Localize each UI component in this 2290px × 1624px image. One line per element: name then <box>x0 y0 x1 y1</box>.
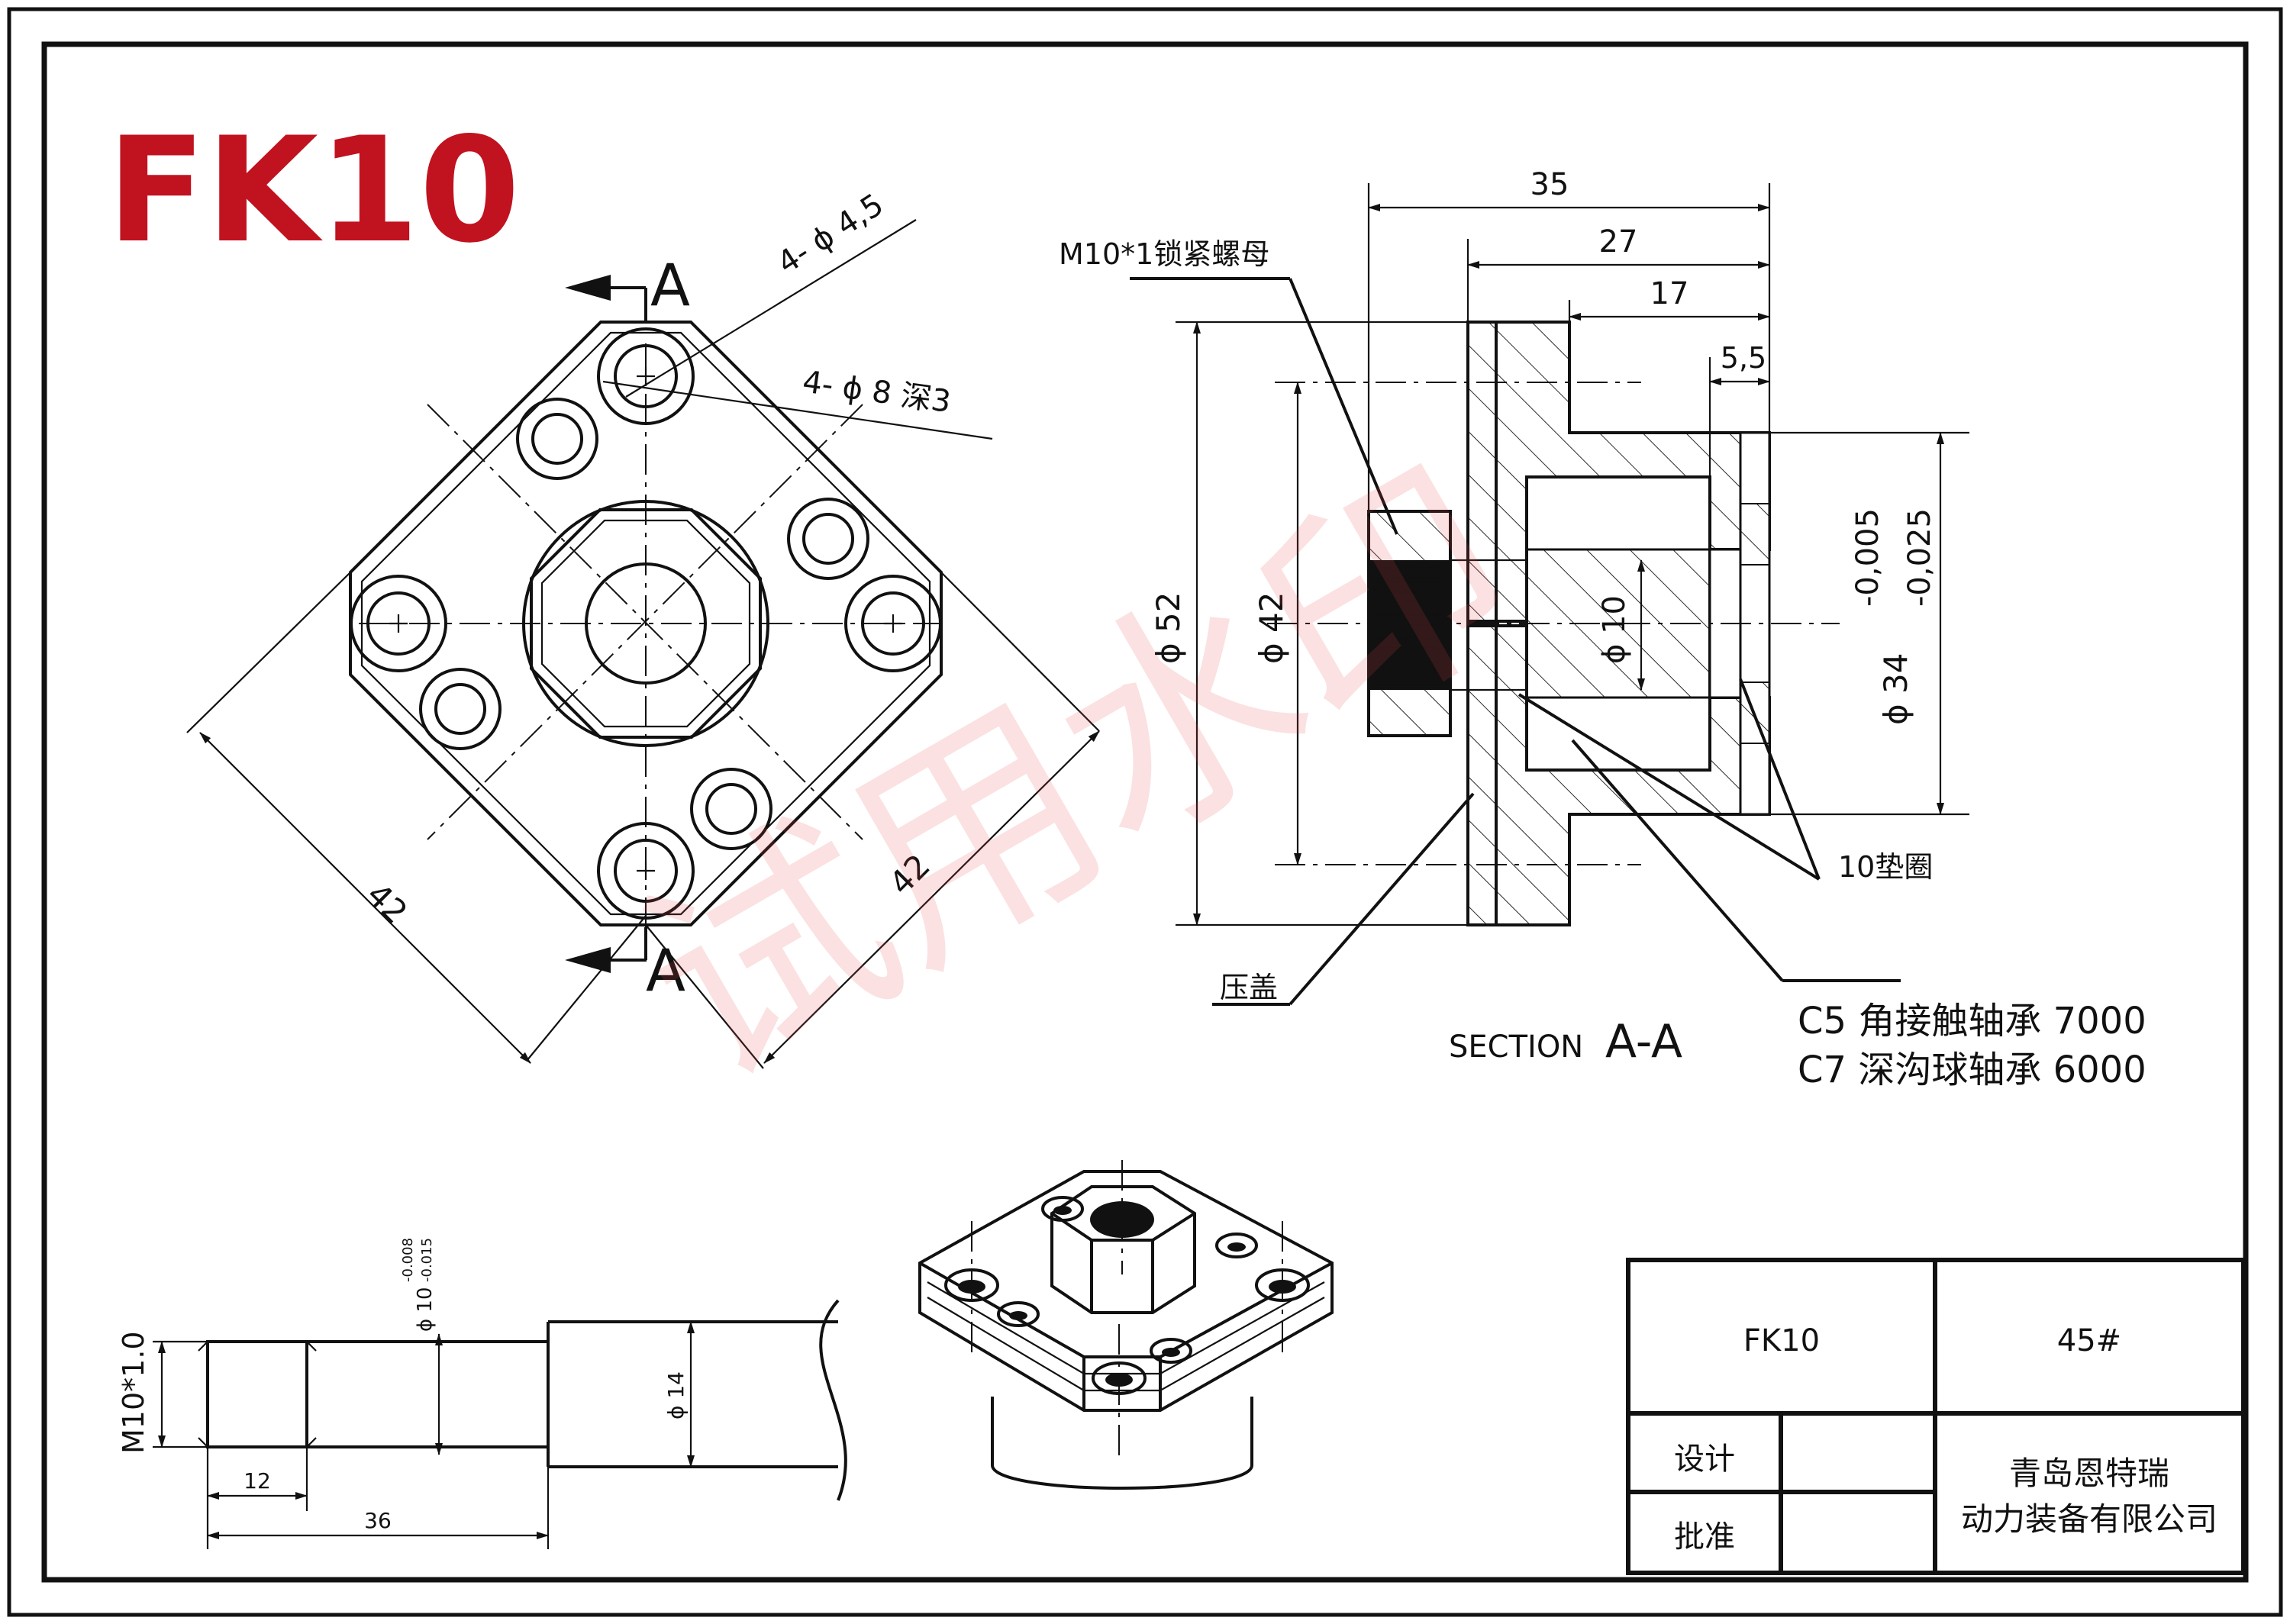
tol-34-lower: -0,025 <box>1902 508 1937 607</box>
section-view <box>1130 183 1969 1006</box>
dim-5-5: 5,5 <box>1721 341 1766 375</box>
shaft-tol-upper: -0.008 <box>400 1238 416 1282</box>
dim-42-left: 42 <box>360 875 414 930</box>
callout-bearing-c5: C5 角接触轴承 7000 <box>1798 1000 2146 1042</box>
title-block-part: FK10 <box>1743 1323 1820 1358</box>
callout-bearing-c7: C7 深沟球轴承 6000 <box>1798 1049 2146 1091</box>
shaft-dia-14: ϕ 14 <box>663 1371 689 1419</box>
watermark: 试用水印 <box>601 420 1558 1133</box>
dim-35: 35 <box>1530 167 1569 202</box>
callout-press-cover: 压盖 <box>1220 971 1278 1004</box>
dim-dia-42: ϕ 42 <box>1253 592 1290 665</box>
shaft-view <box>153 1299 847 1549</box>
shaft-thread-label: M10*1.0 <box>117 1331 150 1454</box>
section-marker-top: A <box>650 251 690 319</box>
callout-lock-nut: M10*1锁紧螺母 <box>1059 237 1269 271</box>
shaft-len-36: 36 <box>364 1508 392 1533</box>
title-block-approve-label: 批准 <box>1674 1519 1735 1555</box>
title-block-company-line1: 青岛恩特瑞 <box>2009 1455 2169 1492</box>
dim-17: 17 <box>1650 276 1689 311</box>
isometric-view <box>918 1160 1334 1490</box>
shaft-len-12: 12 <box>244 1468 271 1494</box>
note-counterbore-holes: 4- ϕ 8 深3 <box>801 364 953 420</box>
section-marker-bottom: A <box>646 936 685 1004</box>
shaft-dia-10: ϕ 10 <box>414 1287 437 1332</box>
dim-dia-52: ϕ 52 <box>1150 592 1187 665</box>
title-block-company-line2: 动力装备有限公司 <box>1961 1500 2217 1538</box>
title-block-material: 45# <box>2057 1323 2121 1358</box>
note-through-holes: 4- ϕ 4,5 <box>771 187 889 281</box>
section-title-prefix: SECTION <box>1449 1030 1583 1065</box>
dim-27: 27 <box>1599 224 1638 259</box>
drawing-title: FK10 <box>107 106 520 275</box>
callout-washer: 10垫圈 <box>1838 850 1933 884</box>
front-view <box>186 219 1100 1069</box>
title-block-design-label: 设计 <box>1674 1442 1735 1477</box>
shaft-tol-lower: -0.015 <box>419 1238 435 1282</box>
counterbore-holes <box>419 398 869 850</box>
tol-34-upper: -0,005 <box>1850 508 1885 607</box>
dim-dia-34: ϕ 34 <box>1877 653 1914 726</box>
dim-dia-10: ϕ 10 <box>1597 595 1632 664</box>
title-block <box>1626 1258 2246 1575</box>
section-title-label: A-A <box>1605 1015 1682 1068</box>
outer-frame <box>7 7 2283 1617</box>
drawing-border <box>41 41 2249 1583</box>
through-holes <box>350 327 942 920</box>
